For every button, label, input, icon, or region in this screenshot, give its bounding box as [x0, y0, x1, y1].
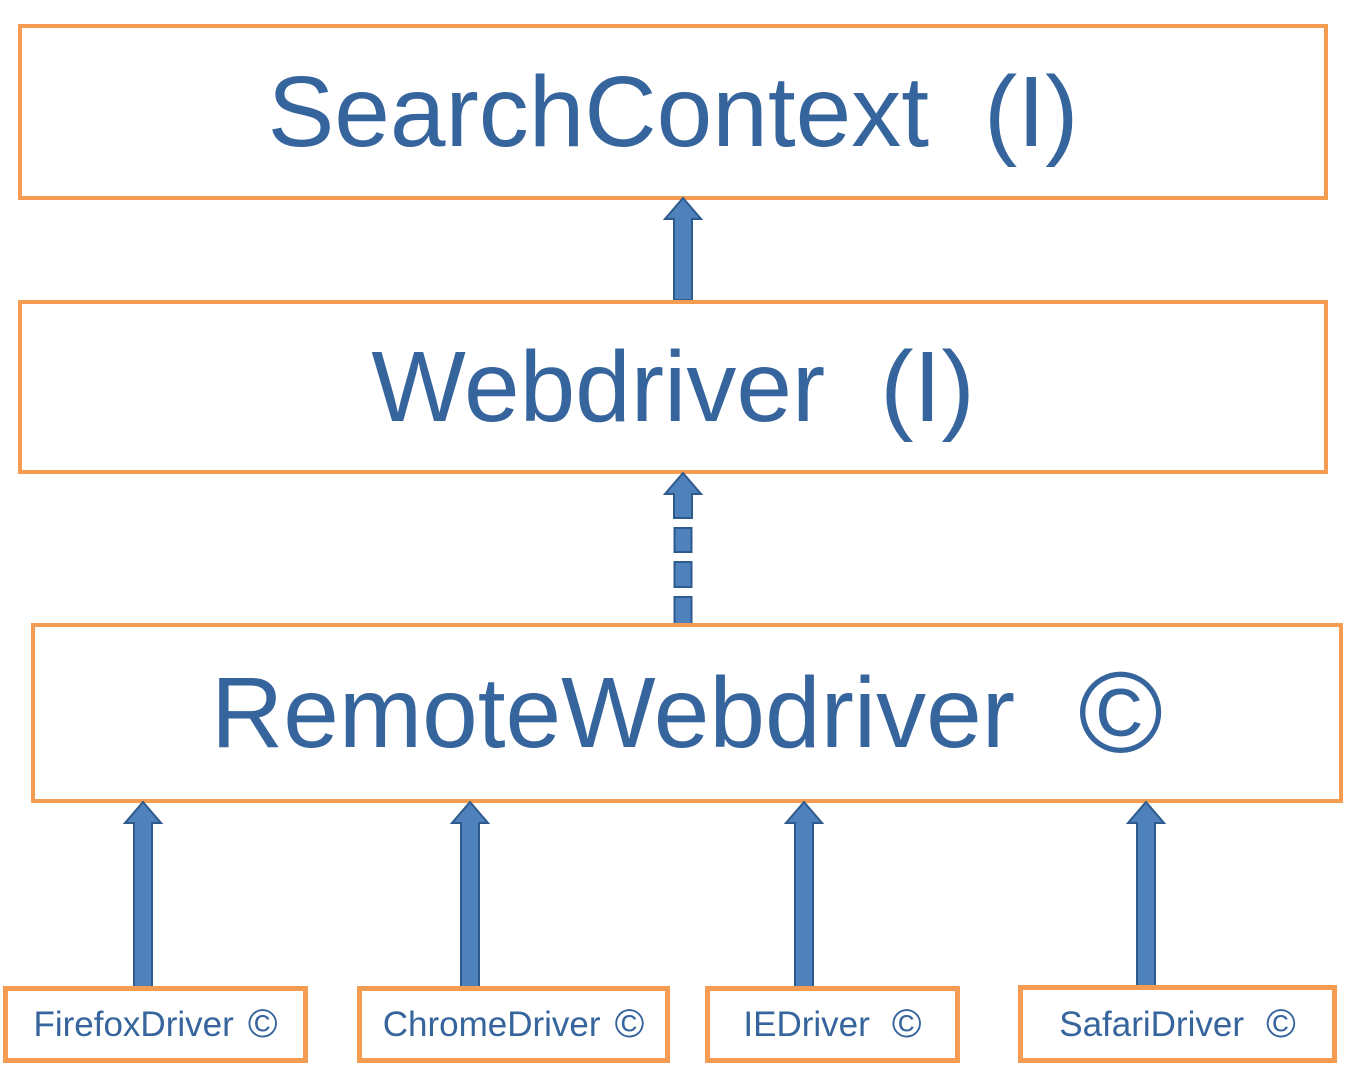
node-remotewebdriver-label: RemoteWebdriver: [211, 657, 1016, 769]
node-remotewebdriver-marker: ©: [1078, 648, 1163, 777]
node-remotewebdriver: RemoteWebdriver ©: [31, 623, 1343, 803]
node-firefoxdriver-marker: ©: [247, 1001, 278, 1047]
node-safaridriver: SafariDriver ©: [1018, 985, 1337, 1063]
node-webdriver: Webdriver (I): [18, 300, 1328, 474]
node-firefoxdriver: FirefoxDriver ©: [3, 986, 308, 1063]
node-chromedriver-label: ChromeDriver: [382, 1005, 601, 1044]
node-firefoxdriver-label: FirefoxDriver: [33, 1005, 234, 1044]
node-iedriver: IEDriver ©: [705, 986, 960, 1063]
node-safaridriver-label: SafariDriver: [1059, 1004, 1244, 1044]
node-safaridriver-marker: ©: [1266, 1000, 1296, 1046]
node-iedriver-label: IEDriver: [743, 1005, 870, 1044]
up-arrow-safaridriver-to-remotewebdriver: [1126, 801, 1166, 988]
up-arrow-webdriver-to-searchcontext: [663, 197, 703, 301]
node-iedriver-marker: ©: [891, 1001, 922, 1047]
node-chromedriver: ChromeDriver ©: [357, 986, 670, 1063]
up-arrow-firefoxdriver-to-remotewebdriver: [123, 801, 163, 988]
up-arrow-chromedriver-to-remotewebdriver: [450, 801, 490, 988]
up-arrow-iedriver-to-remotewebdriver: [784, 801, 824, 988]
node-searchcontext-label: SearchContext: [267, 56, 930, 168]
node-searchcontext: SearchContext (I): [18, 24, 1328, 200]
dashed-up-arrow-remotewebdriver-to-webdriver: [663, 472, 703, 625]
node-chromedriver-marker: ©: [614, 1001, 645, 1047]
node-webdriver-label: Webdriver: [371, 331, 826, 443]
node-searchcontext-marker: (I): [984, 56, 1079, 168]
node-webdriver-marker: (I): [880, 331, 975, 443]
